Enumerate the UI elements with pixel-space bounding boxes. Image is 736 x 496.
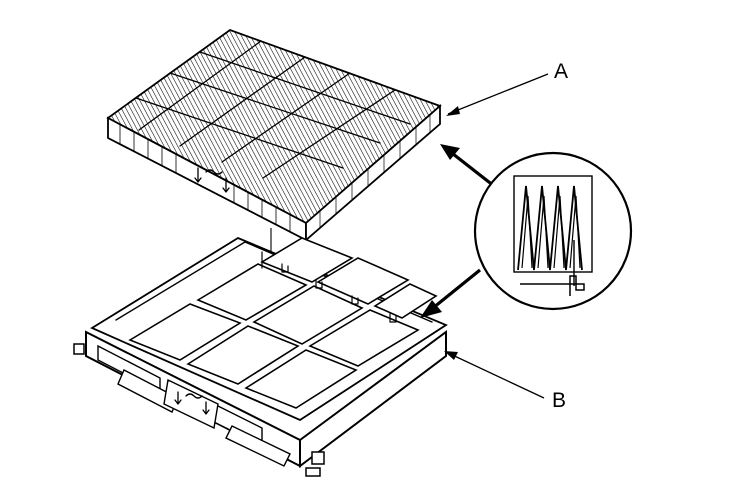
holder-clips bbox=[73, 343, 325, 477]
holder-airflow-icon bbox=[174, 391, 210, 415]
filter-element bbox=[106, 28, 442, 242]
filter-side-face bbox=[305, 104, 441, 242]
detail-arrow-upper bbox=[440, 144, 495, 188]
airflow-direction-icon bbox=[194, 167, 230, 193]
callout-label-b: B bbox=[552, 389, 566, 412]
filter-holder bbox=[73, 236, 448, 477]
holder-tabs bbox=[261, 251, 397, 323]
holder-grid bbox=[128, 237, 438, 409]
pleat-detail-inset bbox=[473, 151, 633, 311]
holder-side-rim bbox=[299, 330, 447, 469]
detail-arrow-lower bbox=[420, 268, 482, 318]
leader-line-b bbox=[444, 351, 545, 399]
holder-front-grips bbox=[97, 344, 291, 467]
filter-top-dividers bbox=[135, 40, 411, 179]
callout-label-a: A bbox=[554, 60, 568, 83]
leader-line-a bbox=[446, 73, 549, 116]
filter-front-pleats bbox=[119, 124, 291, 232]
filter-side-pleats bbox=[319, 115, 431, 228]
